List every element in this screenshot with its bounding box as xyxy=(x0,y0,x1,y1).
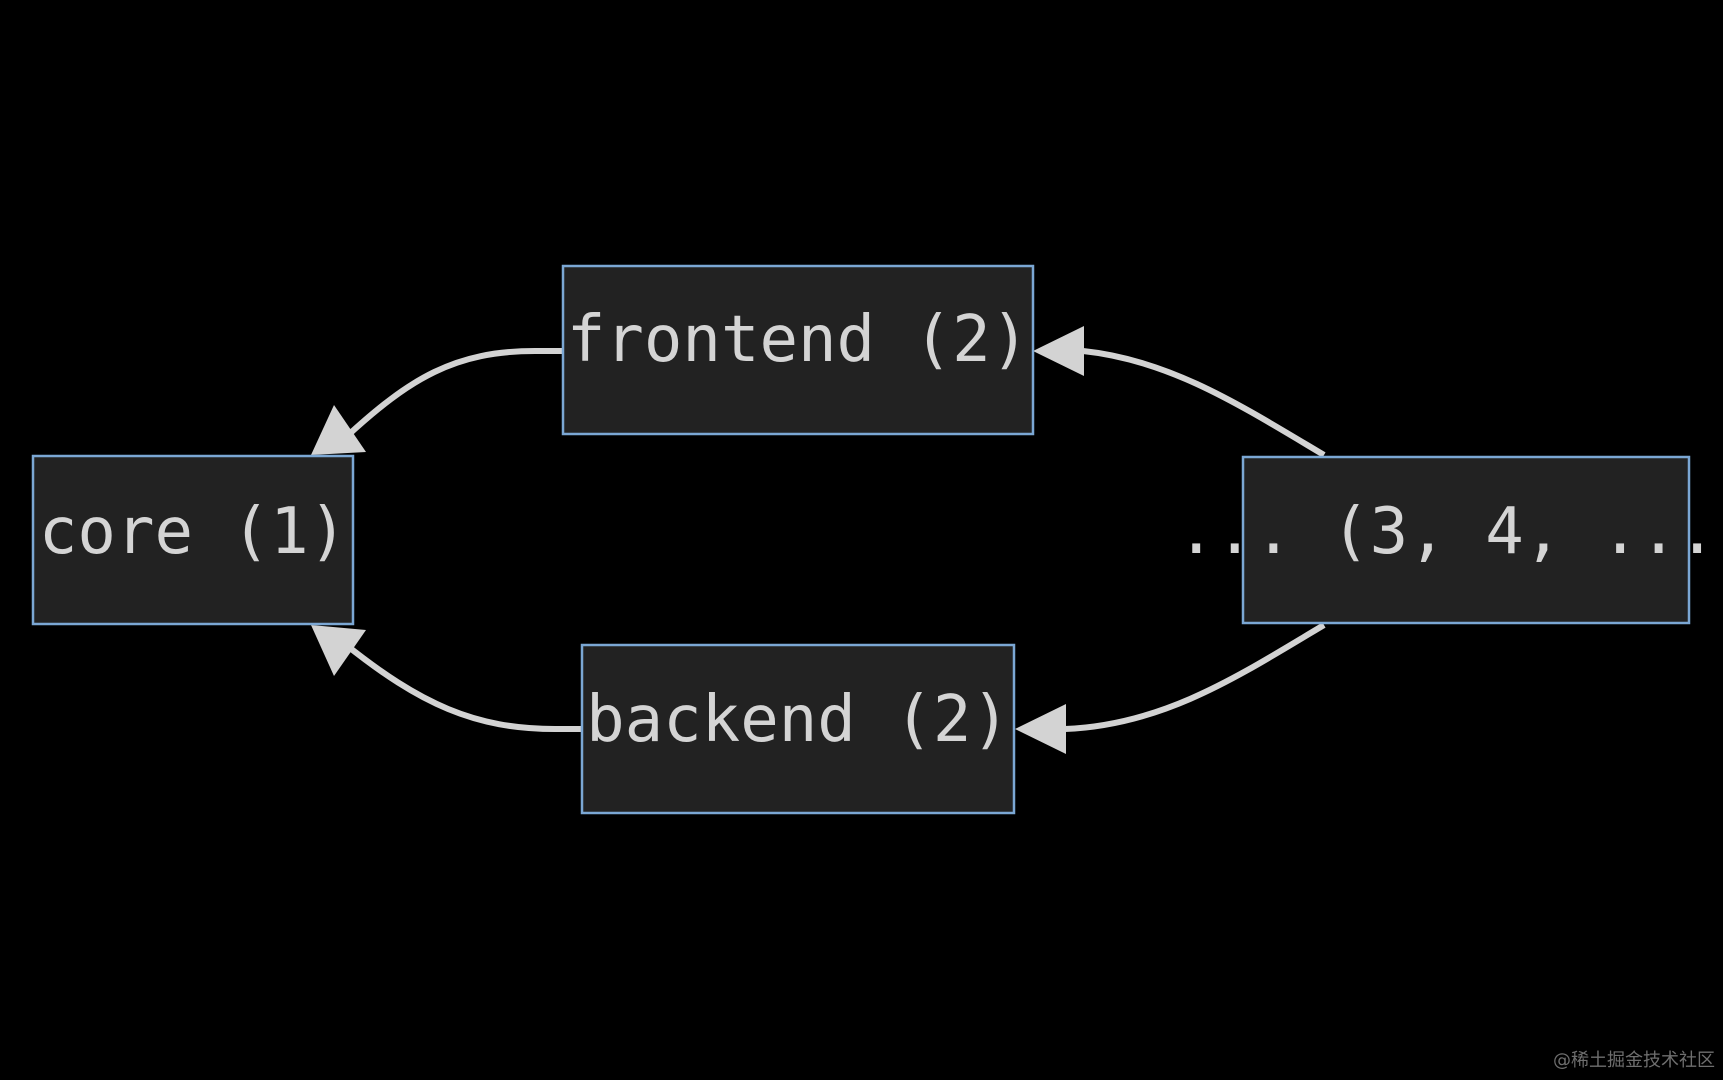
edge-frontend-to-core xyxy=(342,348,563,441)
node-frontend-label: frontend (2) xyxy=(567,303,1029,377)
node-backend[interactable]: backend (2) xyxy=(580,643,1016,815)
node-frontend-box xyxy=(561,264,1035,436)
edge-others-to-backend xyxy=(1064,622,1326,732)
node-others-box xyxy=(1241,455,1691,625)
edge-others-to-frontend xyxy=(1082,348,1326,458)
arrow-head-frontend xyxy=(1033,326,1084,376)
node-backend-label: backend (2) xyxy=(586,683,1010,757)
edges xyxy=(311,326,1326,754)
arrow-head-core-bottom xyxy=(311,625,366,676)
node-frontend[interactable]: frontend (2) xyxy=(561,264,1035,436)
node-others-label: ... (3, 4, ...) xyxy=(1177,495,1723,569)
watermark: @稀土掘金技术社区 xyxy=(1553,1050,1715,1071)
node-core-label: core (1) xyxy=(39,495,347,569)
arrow-head-backend xyxy=(1015,704,1066,754)
arrow-head-core-top xyxy=(311,405,366,455)
node-others[interactable]: ... (3, 4, ...) xyxy=(1177,455,1723,625)
node-core-box xyxy=(31,454,355,626)
node-core[interactable]: core (1) xyxy=(31,454,355,626)
node-backend-box xyxy=(580,643,1016,815)
edge-backend-to-core xyxy=(343,641,582,732)
